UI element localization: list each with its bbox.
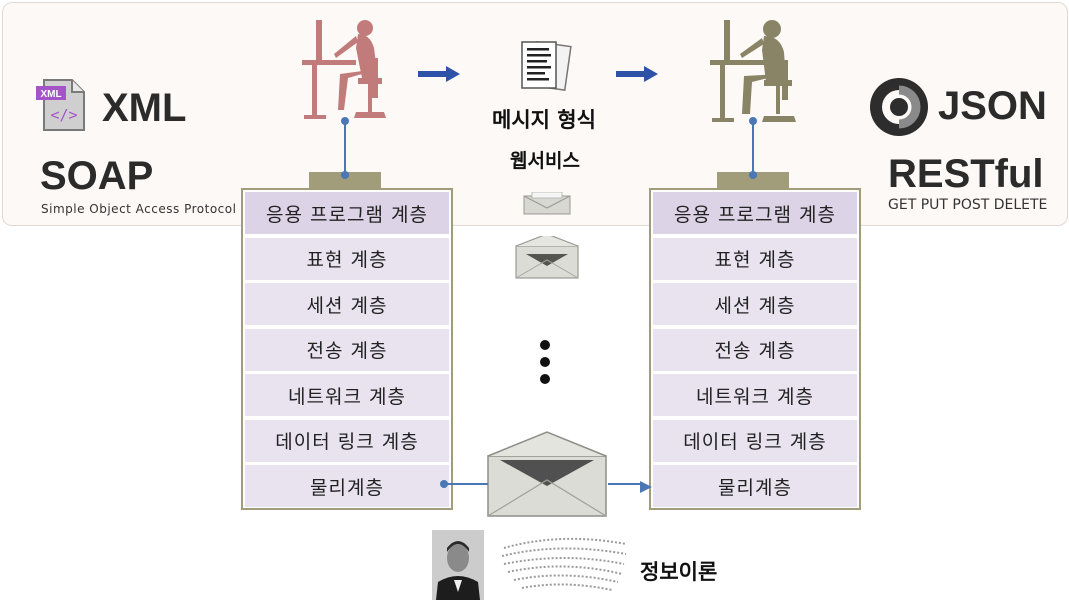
osi-layer: 물리계층 bbox=[245, 465, 449, 507]
xml-file-glyph: </> bbox=[50, 106, 77, 124]
osi-layer: 전송 계층 bbox=[245, 328, 449, 371]
transmission-line bbox=[608, 483, 642, 485]
restful-label: RESTful bbox=[888, 152, 1044, 196]
osi-layer: 네트워크 계층 bbox=[653, 374, 857, 416]
osi-layer: 전송 계층 bbox=[653, 328, 857, 371]
binary-stream-icon bbox=[500, 532, 630, 598]
message-format-label: 메시지 형식 bbox=[492, 107, 596, 132]
connector-dot bbox=[749, 171, 757, 179]
connector-dot bbox=[341, 117, 349, 125]
connector-dot bbox=[749, 117, 757, 125]
arrow-right-icon bbox=[616, 66, 658, 82]
osi-layer: 데이터 링크 계층 bbox=[653, 419, 857, 462]
connector-dot bbox=[341, 171, 349, 179]
osi-layer: 세션 계층 bbox=[653, 283, 857, 325]
http-methods: GET PUT POST DELETE bbox=[888, 197, 1048, 213]
left-stack-tab bbox=[309, 172, 381, 190]
connector-dot bbox=[440, 480, 448, 488]
ellipsis-dot bbox=[540, 340, 550, 350]
envelope-icon bbox=[486, 430, 608, 518]
json-label: JSON bbox=[938, 84, 1047, 128]
woman-at-computer-icon bbox=[300, 18, 392, 122]
ellipsis-dot bbox=[540, 357, 550, 367]
transmission-line bbox=[444, 483, 488, 485]
osi-layer: 응용 프로그램 계층 bbox=[245, 192, 449, 234]
arrow-right-icon bbox=[418, 66, 460, 82]
right-stack-tab bbox=[717, 172, 789, 190]
portrait-photo bbox=[432, 530, 484, 600]
web-service-label: 웹서비스 bbox=[510, 150, 580, 172]
osi-layer: 네트워크 계층 bbox=[245, 374, 449, 416]
man-at-computer-icon bbox=[706, 18, 800, 126]
osi-layer: 세션 계층 bbox=[245, 283, 449, 325]
arrow-head-icon bbox=[640, 478, 652, 493]
info-theory-label: 정보이론 bbox=[640, 559, 718, 584]
right-connector-line bbox=[752, 120, 754, 176]
soap-label: SOAP bbox=[40, 154, 154, 198]
ellipsis-dot bbox=[540, 374, 550, 384]
osi-layer: 표현 계층 bbox=[245, 237, 449, 280]
osi-layer: 표현 계층 bbox=[653, 237, 857, 280]
left-connector-line bbox=[344, 120, 346, 176]
osi-layer: 응용 프로그램 계층 bbox=[653, 192, 857, 234]
json-logo-icon bbox=[868, 76, 930, 138]
xml-label: XML bbox=[102, 86, 187, 130]
soap-subtitle: Simple Object Access Protocol bbox=[41, 202, 237, 216]
xml-file-tag: XML bbox=[40, 89, 61, 100]
osi-layer: 데이터 링크 계층 bbox=[245, 419, 449, 462]
xml-file-icon: XML </> bbox=[36, 78, 96, 132]
osi-layer: 물리계층 bbox=[653, 465, 857, 507]
envelope-icon bbox=[514, 233, 580, 280]
documents-icon bbox=[516, 38, 576, 96]
envelope-icon bbox=[522, 191, 572, 216]
